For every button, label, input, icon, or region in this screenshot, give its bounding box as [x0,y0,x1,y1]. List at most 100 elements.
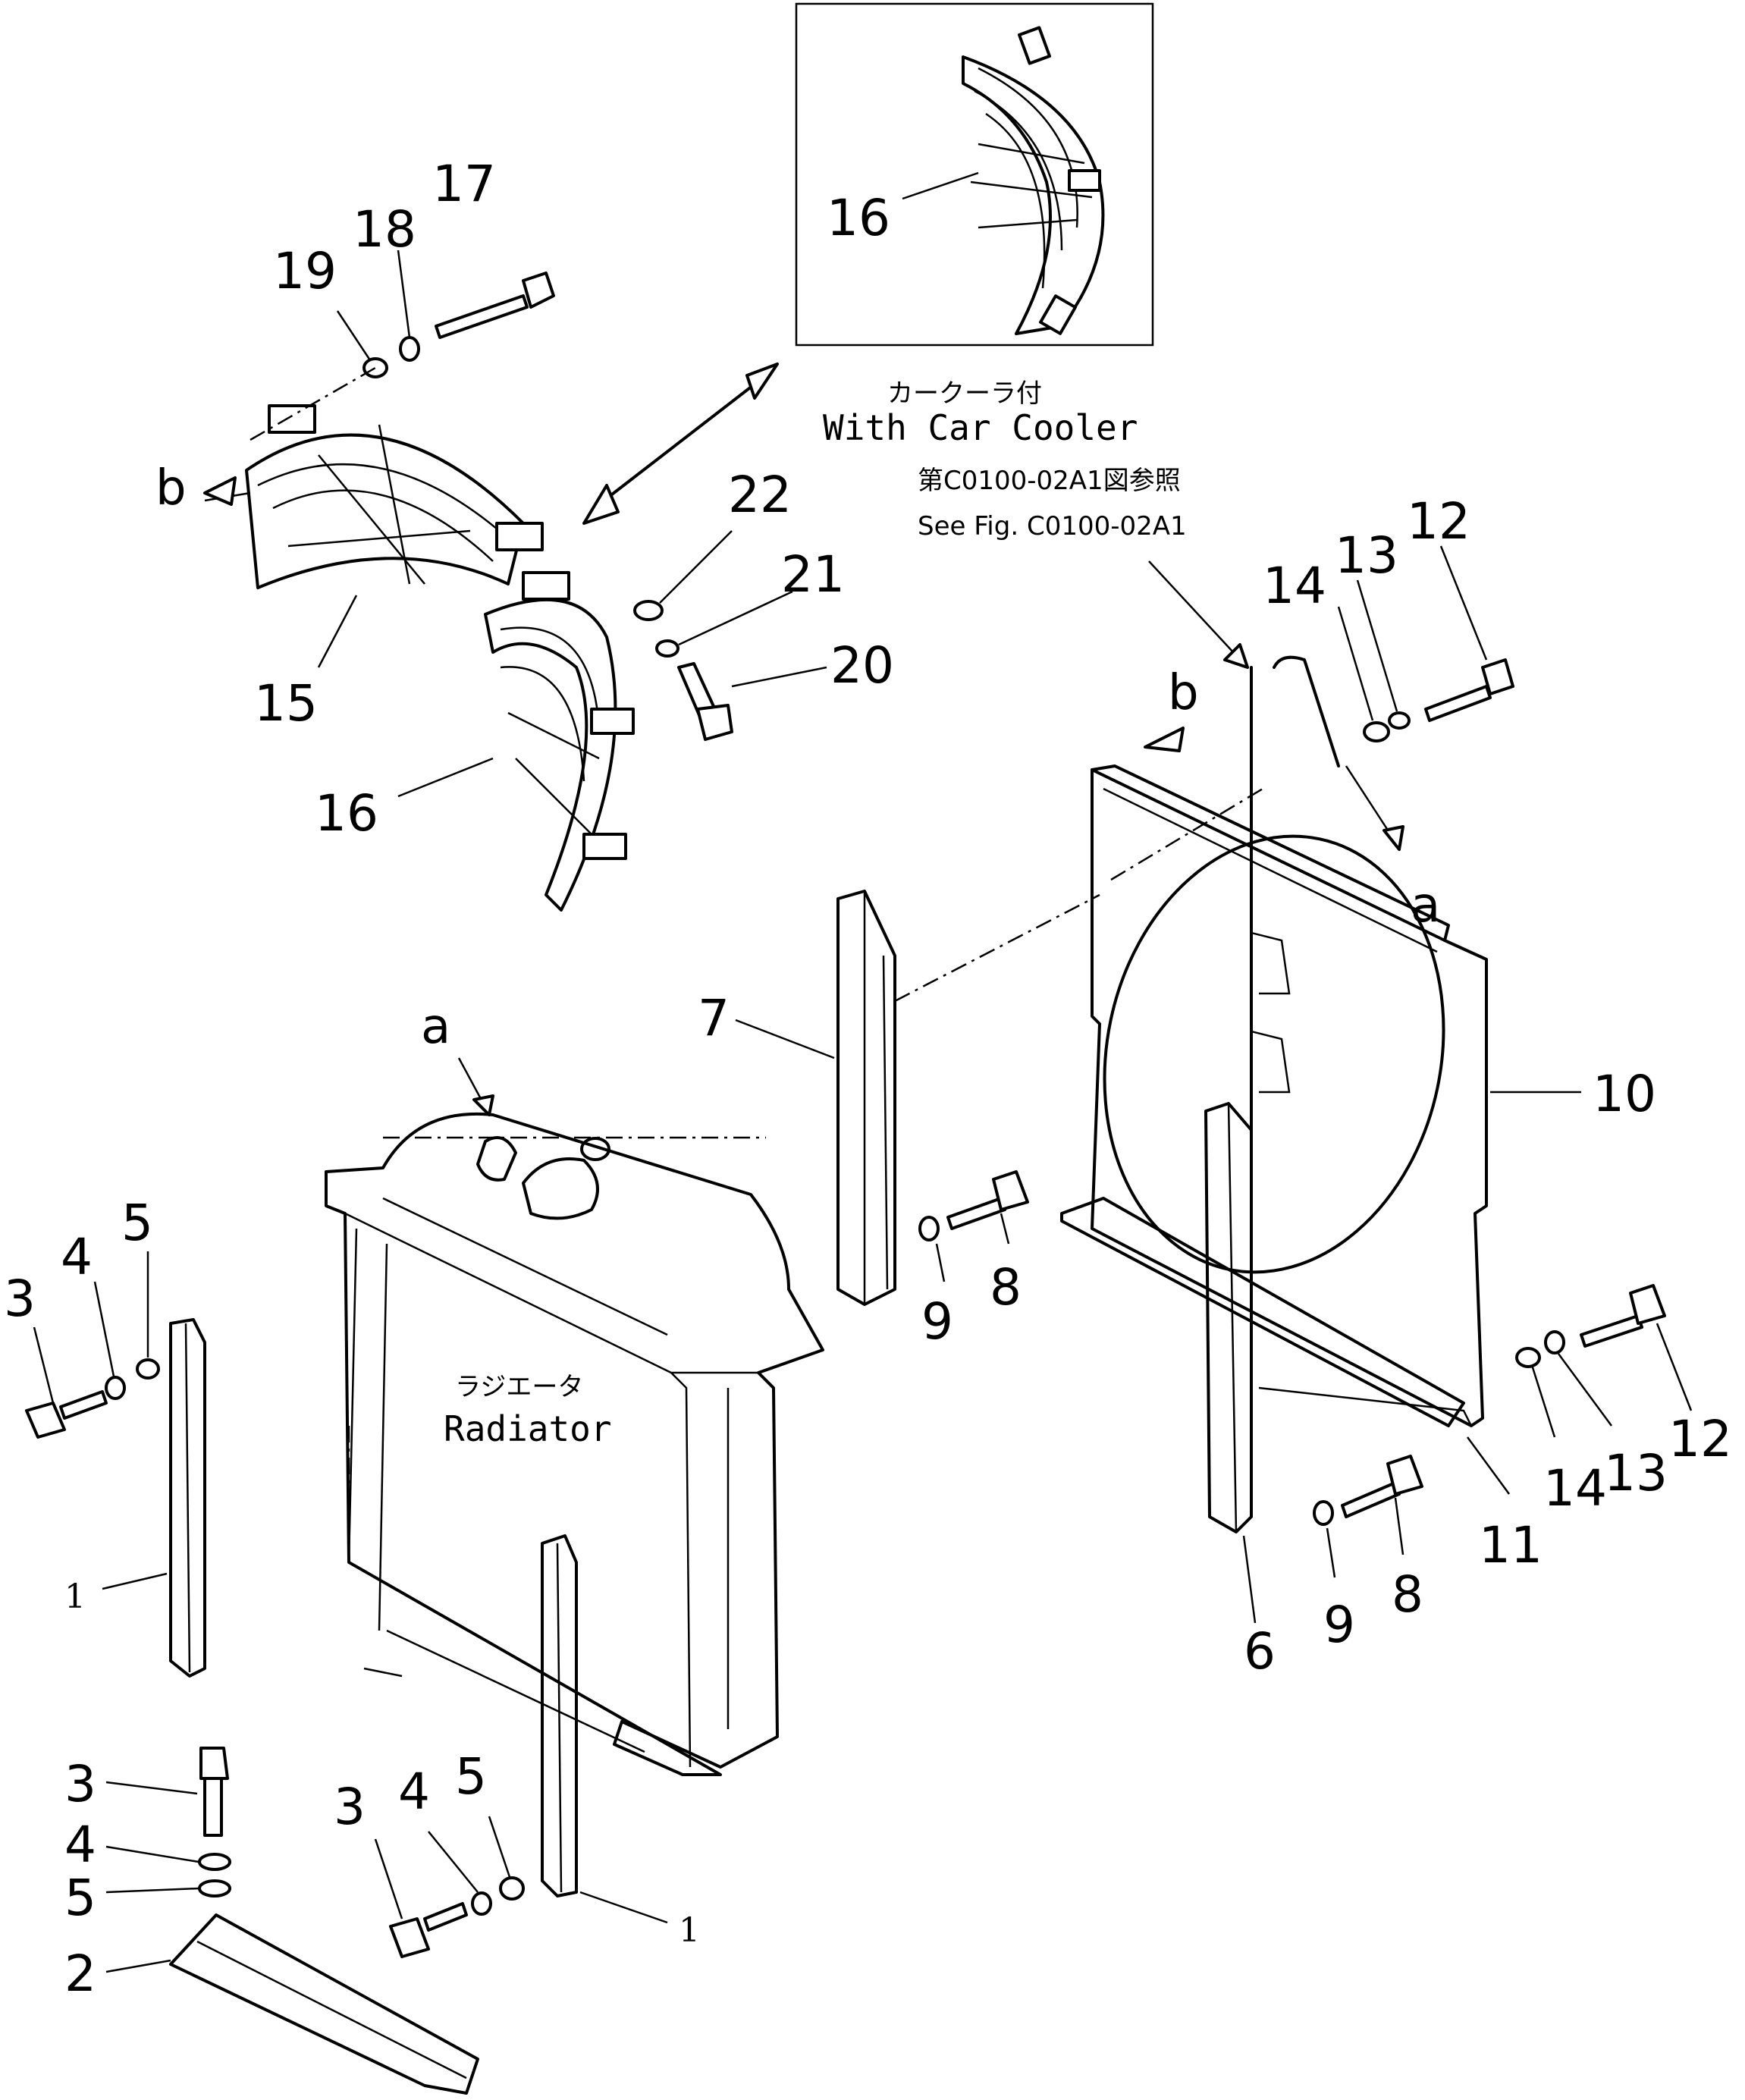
fan-guard-16 [484,571,635,912]
bolt-3-bottom [389,1902,468,1958]
callout-4-bottom: 4 [398,1763,430,1821]
leader-11 [1466,1436,1511,1495]
inset-guard-16 [962,26,1105,335]
leader-8-lower [1394,1497,1404,1555]
dash-17-axis [250,366,376,441]
leader-13-right [1557,1353,1613,1427]
double-arrow [582,363,779,525]
callout-4-left: 4 [61,1228,93,1286]
washer-14-top [1363,721,1390,742]
leader-7 [735,1019,835,1059]
leader-4-bottom [428,1831,479,1893]
bracket-6 [1204,1102,1253,1533]
callout-5-vertical: 5 [64,1869,96,1927]
leader-5-vertical [105,1887,199,1894]
arrowhead-a-radiator [472,1094,494,1116]
callout-19: 19 [273,242,337,300]
callout-13-top: 13 [1335,526,1398,585]
shroud-10 [1060,764,1488,1427]
fan-guard-15 [204,404,544,589]
callout-16: 16 [315,784,378,843]
callout-8-lower: 8 [1392,1565,1423,1624]
washer-18 [399,336,420,362]
callout-15: 15 [254,674,318,733]
dash-shroud-top [1110,787,1263,881]
washer-9-lower [1313,1500,1334,1526]
bolt-8-lower [1341,1455,1423,1518]
leader-6 [1242,1535,1257,1624]
leader-3-bottom [374,1838,403,1920]
leader-12-right [1656,1323,1693,1411]
callout-14-right: 14 [1543,1459,1607,1518]
arrowhead-a-top [1383,825,1404,851]
bracket-1-left [169,1318,206,1678]
leader-reference [1148,560,1244,664]
arrow-b-shroud [1144,727,1185,752]
callout-10: 10 [1593,1065,1656,1123]
callout-1-right: 1 [679,1911,700,1950]
leader-19 [336,310,372,361]
inset-caption-jp: カークーラ付 [887,378,1042,409]
reference-jp: 第C0100-02A1図参照 [918,466,1181,496]
washer-14-right [1515,1347,1541,1368]
hose-pipe [1250,655,1340,1215]
callout-4-vertical: 4 [64,1816,96,1874]
reference-en: See Fig. C0100-02A1 [918,511,1187,541]
washer-4-vertical [198,1853,231,1871]
callout-11: 11 [1479,1516,1543,1574]
leader-3-vertical [105,1781,198,1795]
callout-8-upper: 8 [990,1258,1022,1317]
bolt-12-top [1424,658,1514,722]
leader-9-lower [1326,1527,1336,1578]
bracket-7 [836,890,896,1306]
callout-1-left: 1 [64,1577,86,1616]
bolt-12-right [1580,1284,1666,1348]
bolt-20 [677,662,733,741]
bolt-8-upper [946,1170,1029,1230]
letter-b-shroud: b [1168,665,1199,721]
washer-4-left [105,1376,126,1400]
callout-5-left: 5 [121,1194,153,1252]
washer-9-upper [918,1216,940,1241]
washer-13-top [1388,711,1411,730]
arrow-b-fan [203,476,237,506]
washer-22 [633,600,664,621]
callout-18: 18 [353,200,416,259]
leader-16 [397,757,494,798]
washer-4-bottom [471,1891,492,1916]
callout-12-right: 12 [1668,1410,1732,1468]
callout-17: 17 [432,155,496,213]
inset-callout-16: 16 [827,189,890,247]
plate-2 [169,1913,479,2095]
bolt-3-left [25,1390,108,1439]
leader-8-upper [1000,1213,1010,1245]
callout-9-upper: 9 [921,1292,953,1351]
leader-12-top [1439,545,1488,661]
bolt-3-vertical [199,1747,229,1837]
inset-caption-en: With Car Cooler [823,407,1138,448]
callout-3-bottom: 3 [334,1778,366,1836]
inset-frame [795,2,1154,347]
letter-b-fan-guard: b [155,460,187,516]
radiator-label-en: Radiator [444,1408,612,1449]
leader-15 [317,595,358,668]
washer-21 [655,639,679,658]
callout-7: 7 [698,989,730,1047]
washer-5-vertical [198,1879,231,1898]
leader-14-right [1530,1364,1556,1438]
callout-21: 21 [781,545,845,604]
leader-1-left [102,1572,168,1590]
callout-6: 6 [1244,1622,1276,1681]
leader-21 [678,590,793,646]
arrowhead-reference [1223,643,1249,669]
callout-9-lower: 9 [1323,1596,1355,1654]
washer-5-left [136,1358,160,1380]
leader-13-top [1356,579,1398,712]
callout-14-top: 14 [1263,557,1326,615]
leader-5-bottom [488,1816,511,1878]
callout-3-left: 3 [4,1270,36,1328]
letter-a-radiator: a [421,999,450,1055]
leader-9-upper [935,1243,946,1282]
leader-14-top [1337,606,1374,721]
